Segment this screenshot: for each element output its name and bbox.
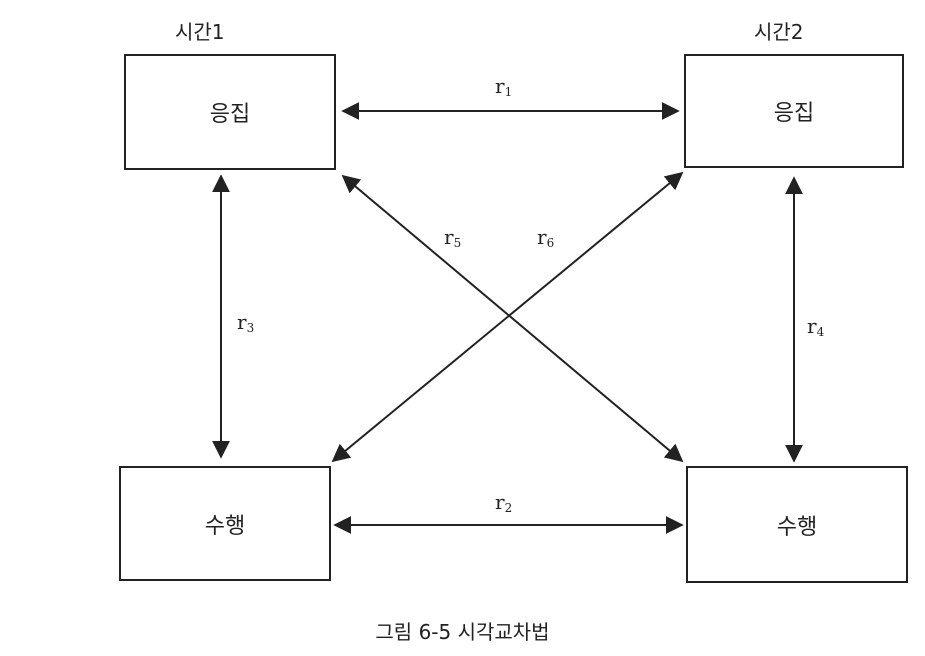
relation-label-r5: r5 [444, 225, 462, 250]
relation-label-r2: r2 [495, 490, 513, 515]
cohesion-time1-box: 응집 [124, 54, 336, 170]
box-label: 수행 [776, 514, 818, 540]
arrow-r6 [331, 171, 684, 463]
performance-time2-box: 수행 [686, 466, 908, 583]
time1-label: 시간1 [175, 20, 225, 44]
time2-label: 시간2 [754, 20, 804, 44]
box-label: 수행 [204, 513, 246, 539]
relation-label-r6: r6 [537, 225, 555, 250]
cohesion-time2-box: 응집 [684, 54, 904, 168]
box-label: 응집 [773, 101, 815, 126]
figure-caption: 그림 6-5 시각교차법 [375, 620, 550, 644]
performance-time1-box: 수행 [119, 466, 331, 581]
relation-label-r3: r3 [237, 310, 255, 335]
relation-label-r1: r1 [495, 74, 513, 99]
box-label: 응집 [209, 102, 251, 127]
relation-label-r4: r4 [807, 314, 825, 339]
arrow-r5 [341, 174, 684, 463]
